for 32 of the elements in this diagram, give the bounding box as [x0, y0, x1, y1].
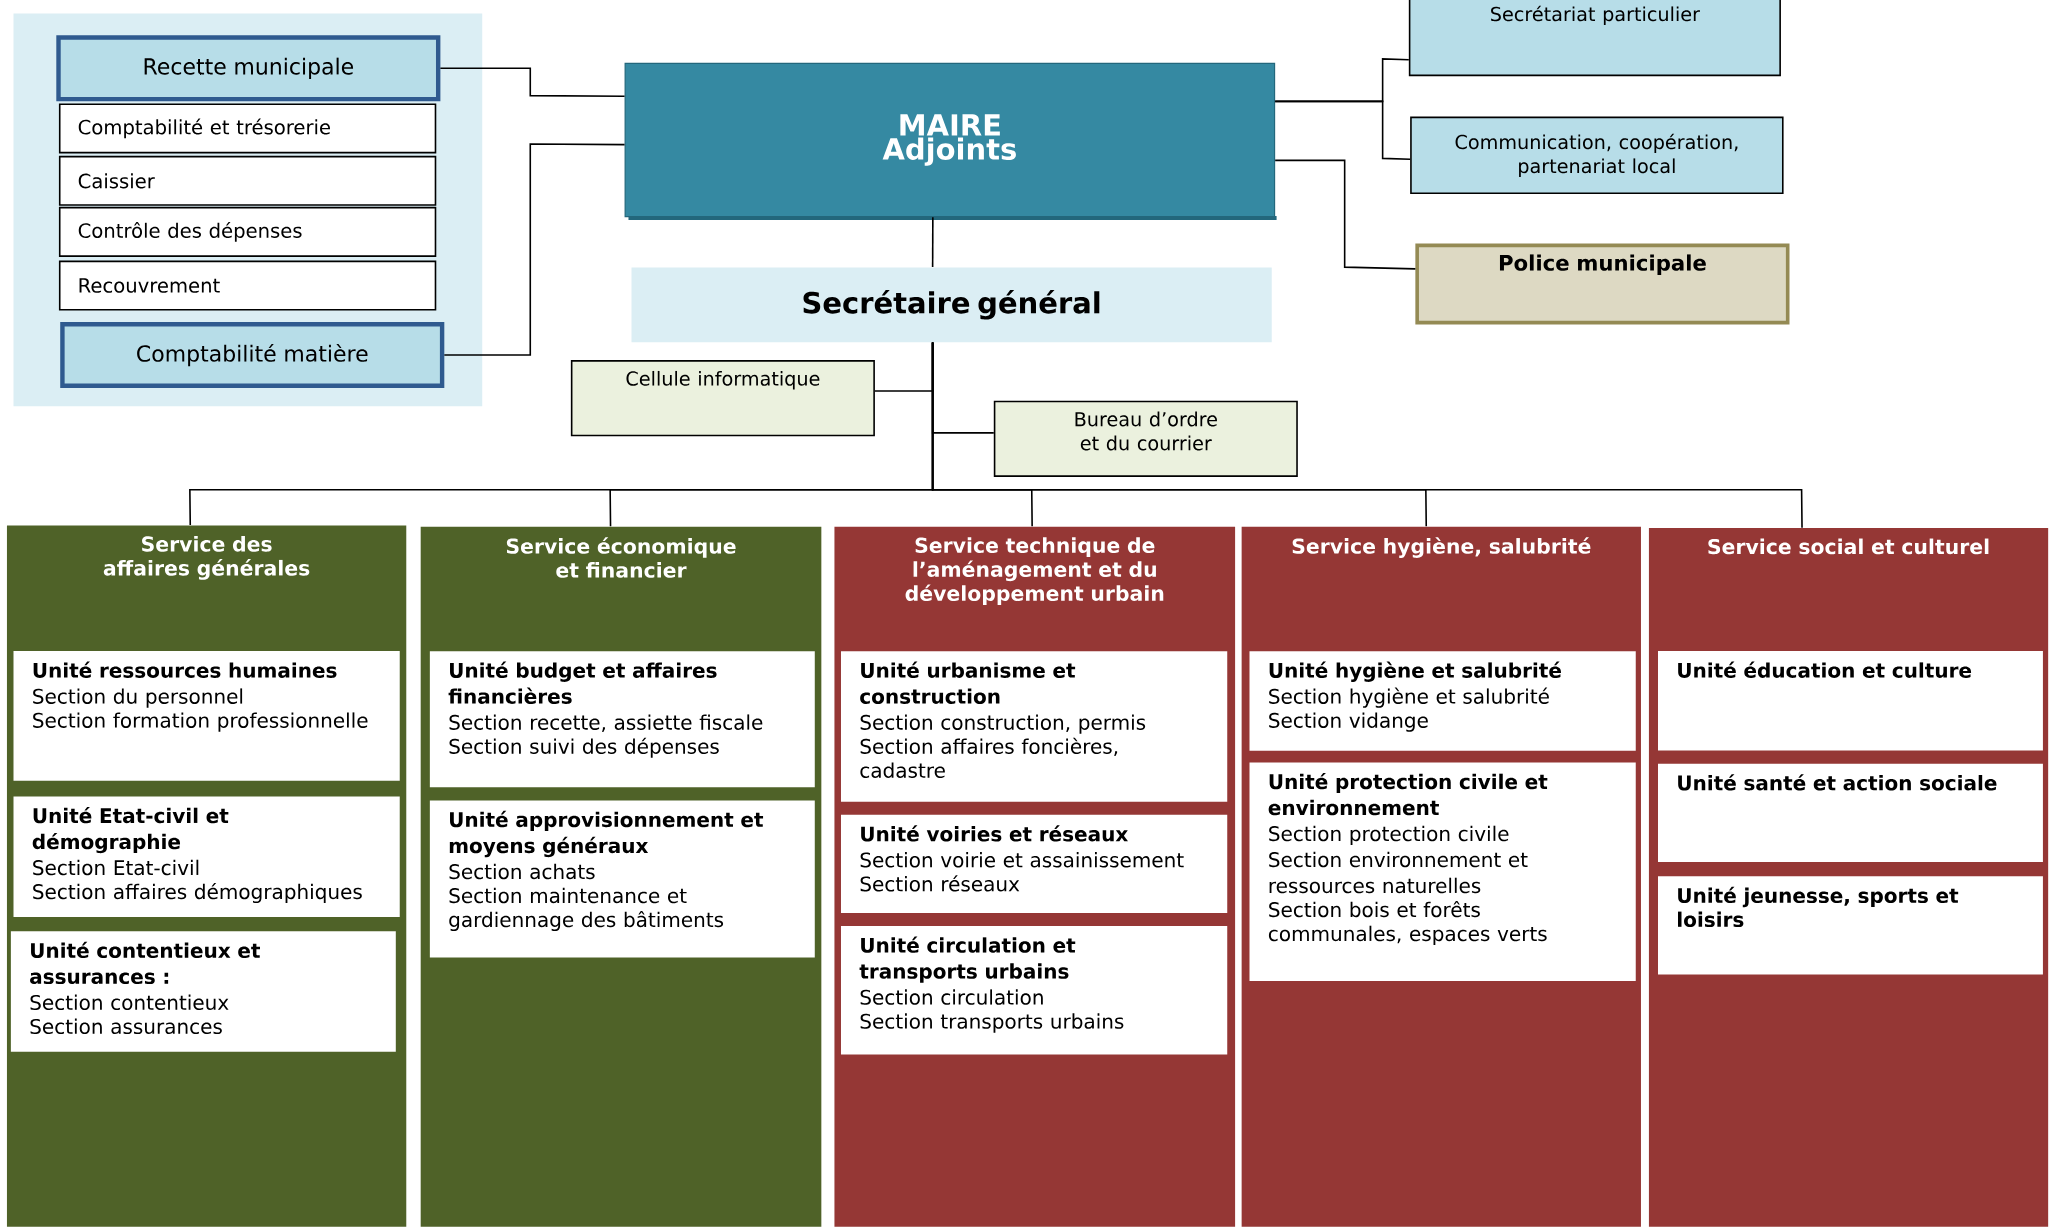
connector-line [439, 67, 626, 98]
connector-line [931, 341, 1803, 529]
mayor-box: MAIRE Adjoints [624, 62, 1277, 221]
unit-box: Unité circulation et transports urbains Section circulation Section transports urbains [841, 926, 1228, 1055]
office-box: Cellule informatique [570, 360, 875, 437]
unit-box: Unité urbanisme et construction Section construction, permis Section affaires foncières, cadastre [841, 651, 1228, 802]
connector-line [443, 143, 626, 356]
connector-line [1274, 159, 1417, 270]
unit-box: Unité protection civile et environnement Section protection civile Section environnement et ressources naturelles Section bois et forêts communales, espaces verts [1249, 762, 1636, 982]
office-box: Communication, coopération, partenariat local [1410, 116, 1784, 195]
item-box: Comptabilité et trésorerie [58, 103, 437, 154]
unit-box: Unité hygiène et salubrité Section hygiène et salubrité Section vidange [1249, 651, 1636, 751]
connector-line [1274, 100, 1411, 161]
unit-box: Unité budget et affaires financières Section recette, assiette fiscale Section suivi des dépenses [429, 651, 815, 788]
title-box: Secrétaire général [631, 267, 1272, 343]
office-box: Secrétariat particulier [1408, 0, 1781, 77]
unit-box: Unité jeunesse, sports et loisirs [1658, 876, 2043, 975]
unit-box: Unité voiries et réseaux Section voirie et assainissement Section réseaux [841, 814, 1228, 914]
unit-box: Unité éducation et culture [1658, 651, 2043, 751]
item-box: Caissier [58, 155, 437, 206]
item-box: Contrôle des dépenses [58, 206, 437, 258]
section-box: Comptabilité matière [60, 322, 445, 389]
office-box: Bureau d’ordre et du courrier [993, 400, 1298, 477]
connector-line [931, 216, 934, 268]
unit-box: Unité approvisionnement et moyens généraux Section achats Section maintenance et gardiennage des bâtiments [429, 800, 815, 958]
item-box: Recouvrement [58, 260, 437, 311]
unit-box: Unité contentieux et assurances : Section contentieux Section assurances [10, 931, 396, 1052]
section-box: Recette municipale [56, 35, 441, 102]
office-box: Police municipale [1415, 243, 1790, 325]
unit-box: Unité santé et action sociale [1658, 763, 2043, 862]
unit-box: Unité ressources humaines Section du personnel Section formation professionnelle [13, 651, 400, 781]
unit-box: Unité Etat-civil et démographie Section Etat-civil Section affaires démographiques [13, 796, 400, 917]
